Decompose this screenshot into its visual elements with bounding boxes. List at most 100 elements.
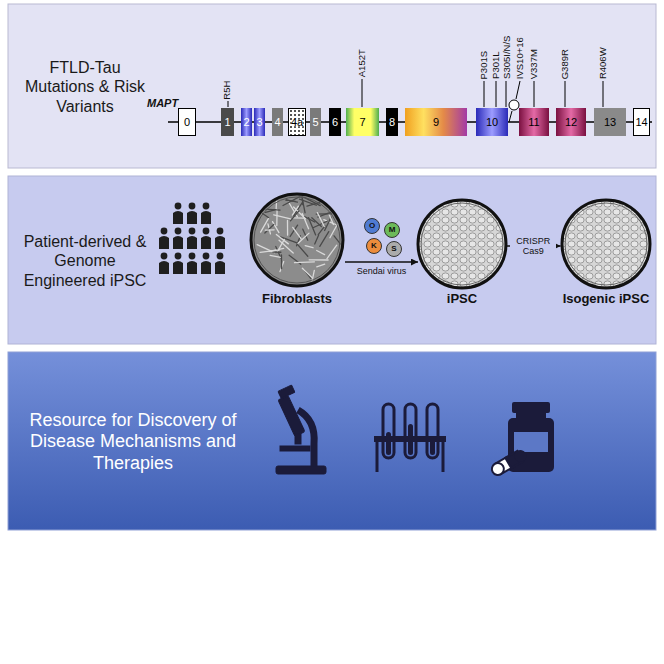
text-run: 6 xyxy=(332,117,338,128)
mutation-label: S305I/N/S xyxy=(503,36,513,79)
exon-box: 12 xyxy=(556,108,586,136)
patient-group-icon xyxy=(159,203,225,274)
text-run: Fibroblasts xyxy=(262,291,332,306)
exon-box: 7 xyxy=(346,108,379,136)
mutation-label: IVS10+16 xyxy=(515,37,525,79)
panel-title: FTLD-Tau Mutations & Risk Variants xyxy=(15,58,155,116)
exon-box: 9 xyxy=(405,108,467,136)
mutation-label: P301S xyxy=(479,50,489,79)
exon-box: 4a xyxy=(288,108,306,136)
text-run: 1 xyxy=(224,117,230,128)
text-run: K xyxy=(371,242,377,250)
factor-letter: M xyxy=(389,226,396,234)
microscope-icon xyxy=(276,385,326,474)
test-tube-icon xyxy=(374,404,446,472)
text-run: 7 xyxy=(359,117,365,128)
exon-number: 2 xyxy=(243,117,249,128)
text-run: Patient-derived & Genome Engineered iPSC xyxy=(15,232,155,290)
factor-letter: S xyxy=(391,245,396,253)
exon-number: 13 xyxy=(604,117,616,128)
pill-bottle-icon xyxy=(490,402,554,477)
panel-title: Patient-derived & Genome Engineered iPSC xyxy=(15,232,155,290)
text-run: FTLD-Tau Mutations & Risk Variants xyxy=(15,58,155,116)
gene-name: MAPT xyxy=(147,97,178,109)
exon-box: 11 xyxy=(519,108,549,136)
arrow-label: CRISPR Cas9 xyxy=(510,236,556,257)
factor-circle: K xyxy=(366,238,382,254)
exon-box: 4 xyxy=(272,108,283,136)
exon-box: 14 xyxy=(633,108,649,136)
text-run: 4a xyxy=(291,117,303,128)
text-run: Resource for Discovery of Disease Mechan… xyxy=(15,410,251,475)
exon-box: 10 xyxy=(476,108,508,136)
exon-number: 0 xyxy=(184,117,190,128)
exon-box: 2 xyxy=(241,108,251,136)
exon-number: 7 xyxy=(359,117,365,128)
dish-label: Isogenic iPSC xyxy=(561,291,652,306)
band-ground xyxy=(8,4,656,168)
factor-letter: O xyxy=(369,222,375,230)
mutation-label: P301L xyxy=(491,52,501,79)
culture-dish: iPSC xyxy=(418,198,506,306)
panel-band: Resource for Discovery of Disease Mechan… xyxy=(8,352,656,530)
text-run: iPSC xyxy=(447,291,477,306)
text-run: 5 xyxy=(312,117,318,128)
text-run: 2 xyxy=(243,117,249,128)
exon-box: 8 xyxy=(386,108,398,136)
text-run: M xyxy=(389,226,396,234)
exon-number: 1 xyxy=(224,117,230,128)
exon-number: 9 xyxy=(433,117,439,128)
text-run: 9 xyxy=(433,117,439,128)
factor-circle: S xyxy=(386,241,402,257)
exon-number: 3 xyxy=(256,117,262,128)
exon-number: 14 xyxy=(635,117,647,128)
isogenic-dish xyxy=(562,200,650,288)
mutation-label: R5H xyxy=(223,81,233,100)
factor-circle: M xyxy=(384,222,400,238)
text-run: 12 xyxy=(565,117,577,128)
exon-number: 6 xyxy=(332,117,338,128)
text-run: 0 xyxy=(184,117,190,128)
text-run: S xyxy=(391,245,396,253)
text-run: Isogenic iPSC xyxy=(563,291,650,306)
exon-number: 12 xyxy=(565,117,577,128)
exon-number: 8 xyxy=(389,117,395,128)
exon-box: 3 xyxy=(254,108,264,136)
mutation-label: A152T xyxy=(357,49,367,77)
mutation-label: G389R xyxy=(560,49,570,79)
exon-box: 0 xyxy=(178,108,196,136)
exon-box: 13 xyxy=(594,108,626,136)
text-run: 14 xyxy=(635,117,647,128)
factor-circle: O xyxy=(364,218,380,234)
band-ground xyxy=(8,352,656,530)
culture-dish: Isogenic iPSC xyxy=(561,198,652,306)
culture-dish: Fibroblasts xyxy=(249,192,345,306)
process-arrow xyxy=(345,261,418,262)
exon-number: 10 xyxy=(486,117,498,128)
text-run: 8 xyxy=(389,117,395,128)
text-run: 3 xyxy=(256,117,262,128)
exon-number: 4 xyxy=(274,117,280,128)
fibroblast-dish xyxy=(251,194,343,286)
exon-number: 11 xyxy=(528,117,539,128)
band-ground xyxy=(8,176,656,344)
panel-band: Patient-derived & Genome Engineered iPSC… xyxy=(8,176,656,344)
exon-number: 5 xyxy=(312,117,318,128)
dish-label: Fibroblasts xyxy=(249,291,345,306)
mutation-label: R406W xyxy=(598,47,608,79)
panel-band: FTLD-Tau Mutations & Risk Variants012344… xyxy=(8,4,656,168)
exon-number: 4a xyxy=(291,117,303,128)
panel-title: Resource for Discovery of Disease Mechan… xyxy=(15,410,251,475)
ipsc-dish xyxy=(418,200,506,288)
mutation-label: V337M xyxy=(529,49,539,79)
exon-box: 1 xyxy=(221,108,234,136)
text-run: O xyxy=(369,222,375,230)
text-run: 11 xyxy=(528,117,539,128)
factor-letter: K xyxy=(371,242,377,250)
text-run: 13 xyxy=(604,117,616,128)
arrow-label: Sendai virus xyxy=(357,266,407,276)
dish-label: iPSC xyxy=(418,291,506,306)
text-run: 10 xyxy=(486,117,498,128)
exon-box: 6 xyxy=(329,108,341,136)
